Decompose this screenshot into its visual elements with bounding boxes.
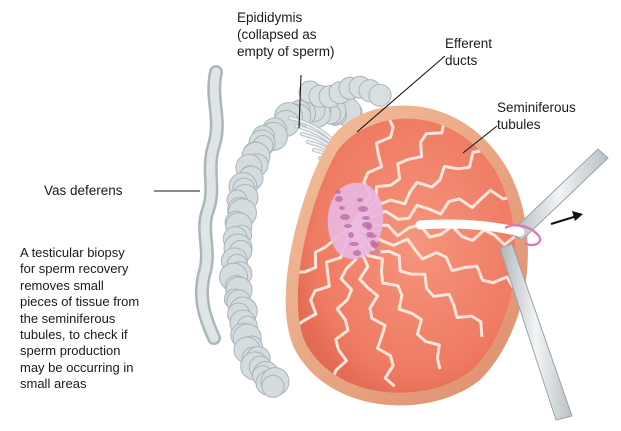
vas-deferens-label: Vas deferens bbox=[44, 182, 123, 199]
mediastinum-speck bbox=[358, 206, 368, 212]
mediastinum-speck bbox=[344, 224, 352, 228]
mediastinum-speck bbox=[335, 190, 341, 194]
mediastinum-speck bbox=[362, 222, 372, 228]
mediastinum-speck bbox=[348, 232, 354, 238]
mediastinum-speck bbox=[362, 216, 370, 220]
vas-deferens bbox=[202, 72, 217, 338]
epididymis-coil bbox=[369, 84, 391, 106]
mediastinum-speck bbox=[357, 198, 363, 202]
mediastinum-speck bbox=[353, 250, 361, 256]
mediastinum-speck bbox=[340, 214, 350, 220]
right-arrow-icon bbox=[551, 211, 583, 224]
mediastinum-speck bbox=[370, 240, 376, 246]
efferent-ducts-label: Efferent ducts bbox=[445, 35, 492, 69]
seminiferous-tubules-label: Seminiferous tubules bbox=[497, 99, 576, 133]
mediastinum-speck bbox=[371, 250, 381, 254]
mediastinum-speck bbox=[349, 242, 359, 246]
mediastinum-speck bbox=[335, 196, 343, 202]
epididymis-label: Epididymis (collapsed as empty of sperm) bbox=[237, 9, 335, 60]
mediastinum-speck bbox=[339, 206, 345, 210]
epididymis-coil bbox=[262, 375, 284, 397]
biopsy-description: A testicular biopsy for sperm recovery r… bbox=[20, 245, 180, 393]
mediastinum-speck bbox=[366, 232, 374, 236]
